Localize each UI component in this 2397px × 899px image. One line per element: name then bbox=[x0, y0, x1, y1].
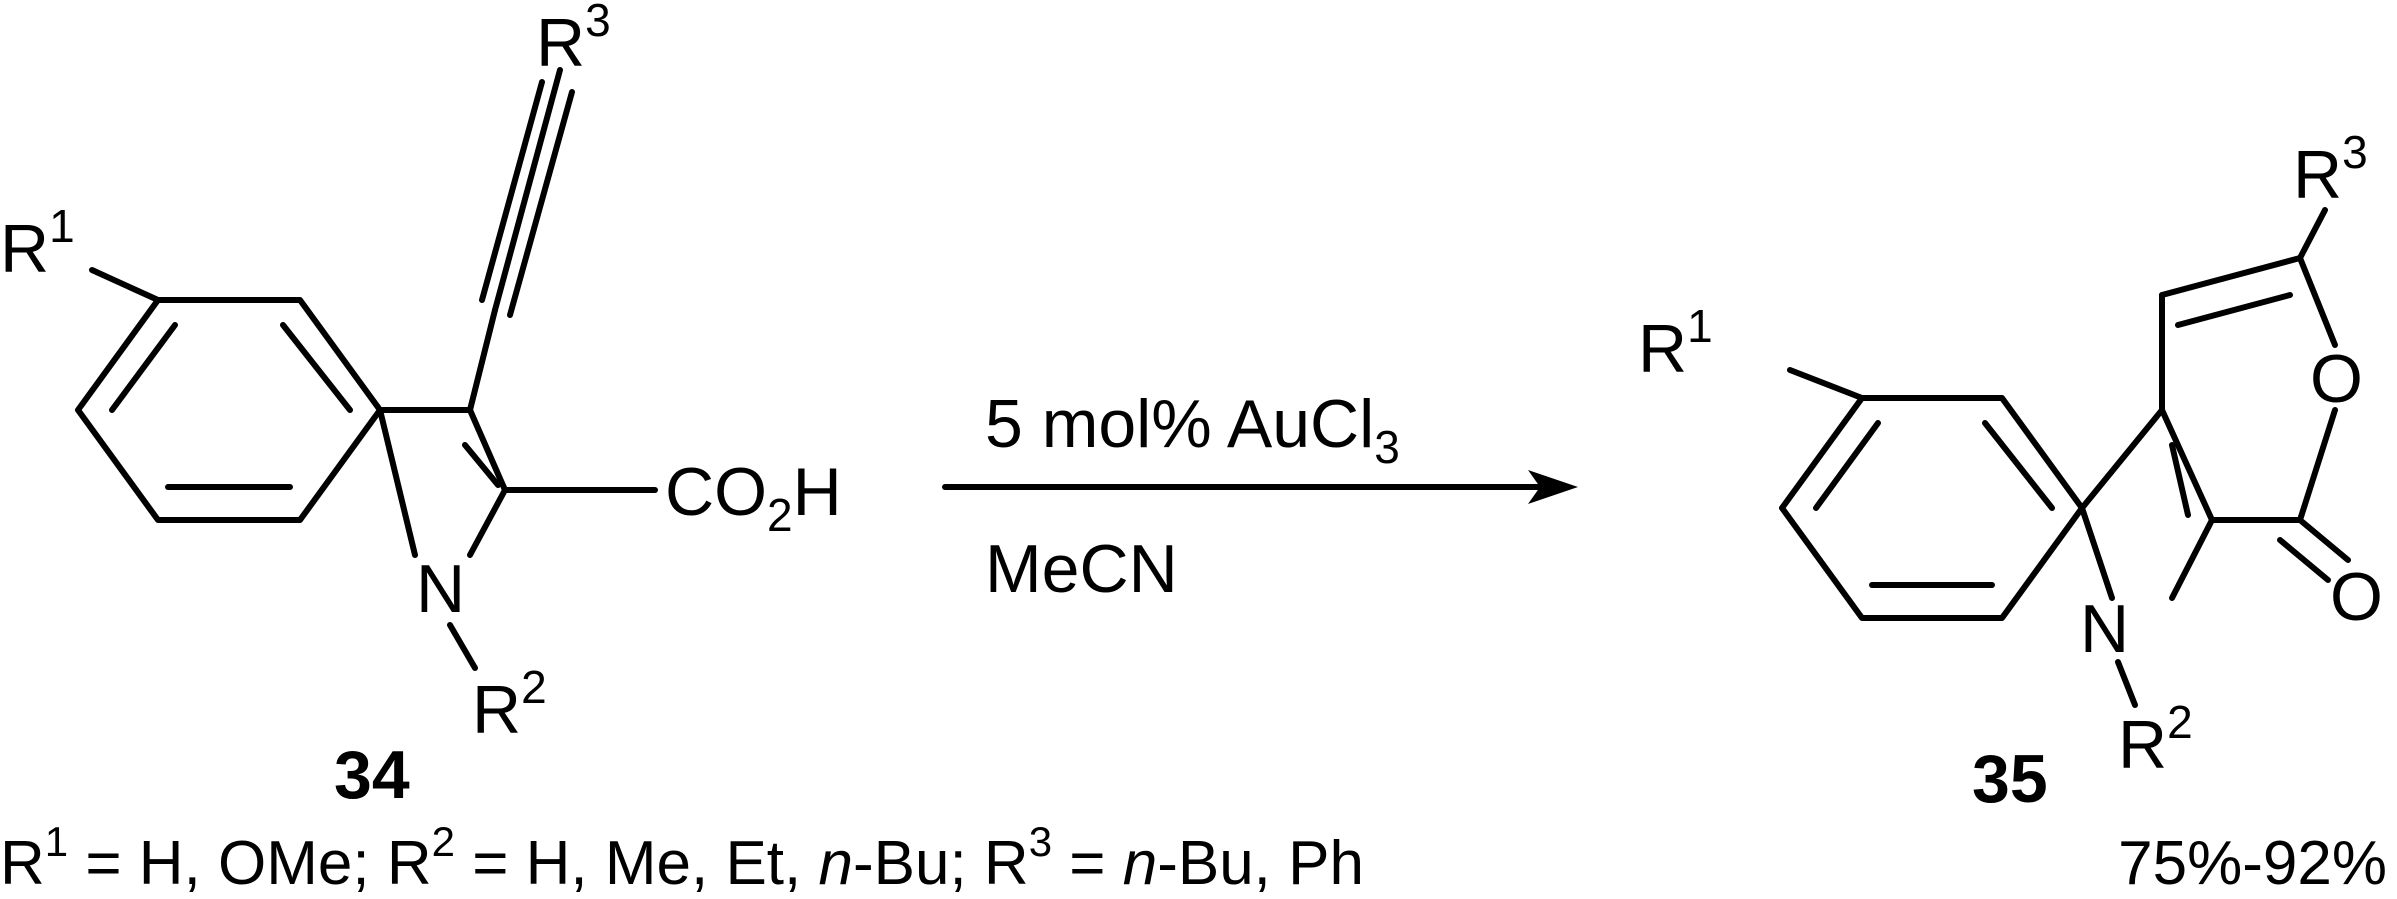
product-r1-label: R1 bbox=[1638, 300, 1713, 387]
product-n-label: N bbox=[2080, 591, 2129, 667]
reagent-label: 5 mol% AuCl3 bbox=[985, 386, 1400, 473]
reactant-alkyne bbox=[467, 67, 575, 413]
solvent-label: MeCN bbox=[985, 531, 1178, 607]
product-r3-label: R3 bbox=[2293, 126, 2368, 213]
product-carbonyl-bond bbox=[2277, 517, 2351, 583]
reactant-r1-label: R1 bbox=[0, 200, 75, 287]
reaction-conditions: 5 mol% AuCl3 MeCN bbox=[942, 386, 1578, 607]
reactant-r1-bond bbox=[89, 267, 161, 303]
reactant-r3-label: R3 bbox=[536, 0, 611, 81]
reactant-compound-number: 34 bbox=[334, 737, 410, 813]
reactant-nr2-bond bbox=[447, 622, 478, 671]
product-compound-number: 35 bbox=[1972, 741, 2048, 817]
reaction-arrow-head bbox=[1528, 470, 1578, 504]
product-r2-label: R2 bbox=[2118, 696, 2193, 783]
product-benzene-ring bbox=[1779, 395, 2085, 621]
product-nr2-bond bbox=[2115, 659, 2138, 708]
reactant-pyrrole-ring bbox=[377, 407, 508, 558]
product-pyrrole-ring bbox=[2079, 407, 2215, 601]
reactant-n-label: N bbox=[416, 551, 465, 627]
substituent-definitions: R1 = H, OMe; R2 = H, Me, Et, n-Bu; R3 = … bbox=[0, 818, 1364, 898]
product-r1-bond bbox=[1787, 367, 1865, 401]
reactant-benzene-ring bbox=[75, 297, 383, 523]
product-r3-bond bbox=[2297, 207, 2328, 261]
product-ring-oxygen-label: O bbox=[2310, 341, 2363, 417]
reactant-r2-label: R2 bbox=[472, 661, 547, 748]
reactant-acid-label: CO2H bbox=[665, 454, 842, 541]
product-carbonyl-oxygen-label: O bbox=[2330, 559, 2383, 635]
product-structure-35: R1 R3 O O N R2 35 bbox=[1638, 126, 2383, 817]
yield-range: 75%-92% bbox=[2118, 829, 2387, 898]
reactant-structure-34: R1 R3 CO2H N R2 34 bbox=[0, 0, 842, 813]
product-pyranone-ring bbox=[2159, 255, 2338, 523]
